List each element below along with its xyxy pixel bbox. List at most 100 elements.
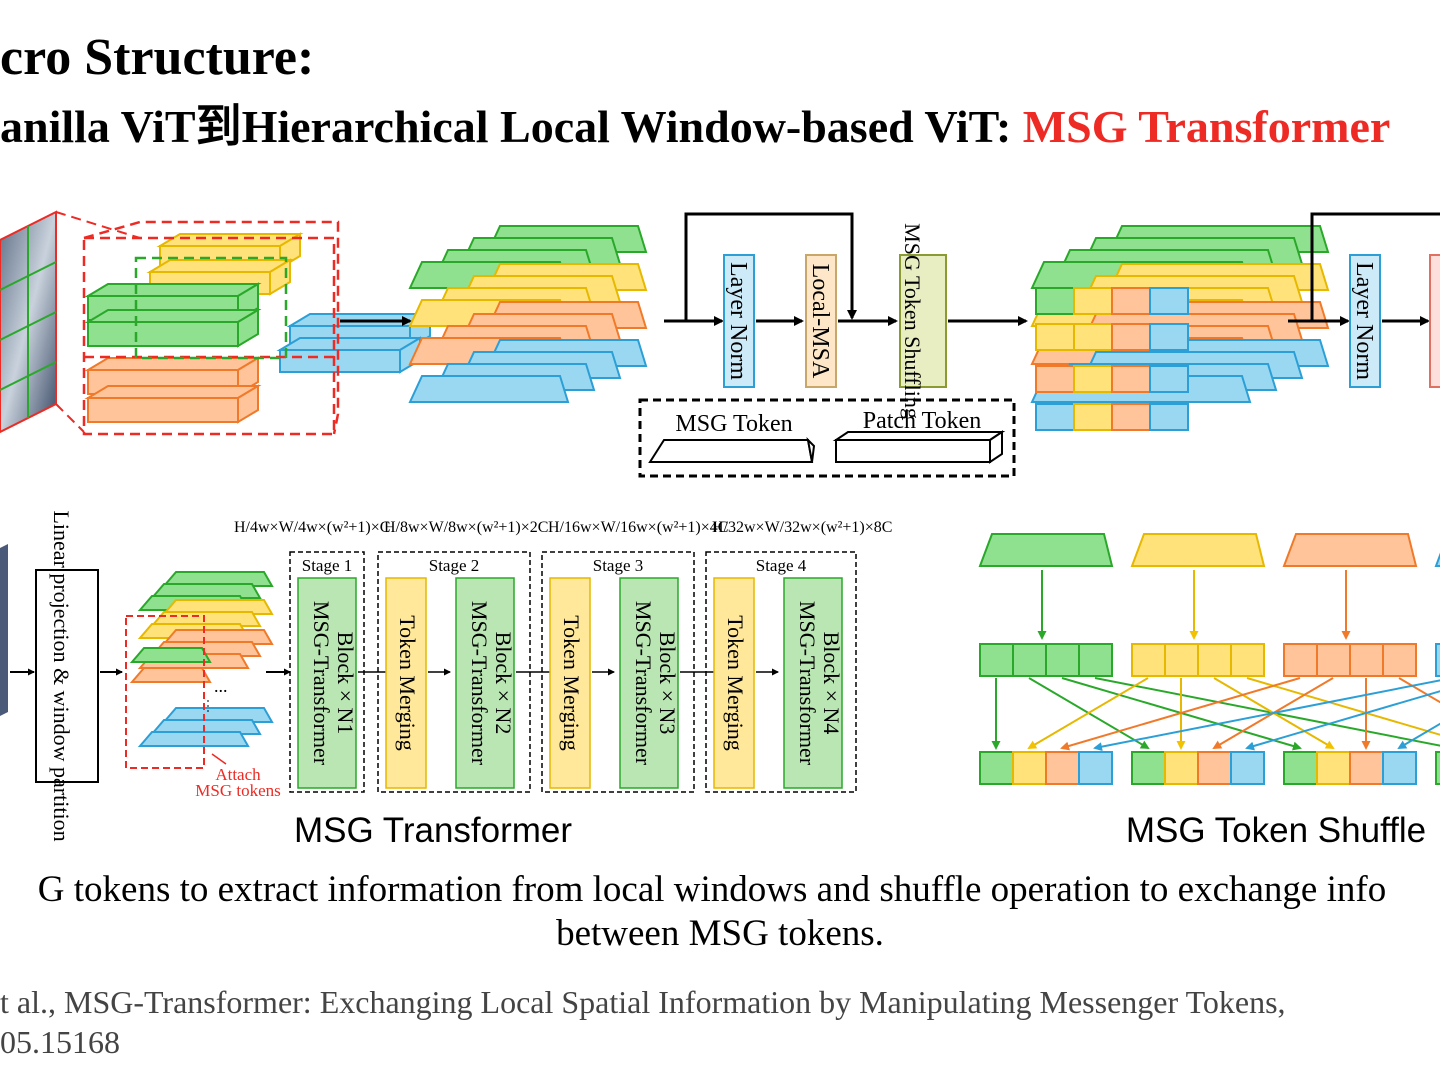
msg-block-box-4 <box>783 577 843 789</box>
stack2-cell-1-1 <box>1073 323 1113 351</box>
subtitle-black: anilla ViT到Hierarchical Local Window-bas… <box>0 101 1023 152</box>
legend-msg-label: MSG Token <box>675 411 792 437</box>
msg-block-box-3 <box>619 577 679 789</box>
stack2-cell-3-0 <box>1035 403 1075 431</box>
shuffle-bottom-cell-2-0 <box>1283 751 1318 785</box>
token-merging-label-3: Token Merging <box>559 615 584 751</box>
layer-norm-box: Layer Norm <box>723 254 755 388</box>
token-stack-small <box>129 571 274 747</box>
window-highlight <box>125 615 205 769</box>
stack2-cell-3-3 <box>1149 403 1189 431</box>
stack2-cell-3-2 <box>1111 403 1151 431</box>
shuffle-bottom-cell-1-1 <box>1164 751 1199 785</box>
window-cube <box>82 220 434 436</box>
legend-patch-label: Patch Token <box>863 408 982 434</box>
small-token-front-0 <box>129 647 212 663</box>
shuffle-bottom-token-0 <box>979 751 1113 785</box>
shuffle-bottom-cell-1-2 <box>1197 751 1232 785</box>
reference: t al., MSG-Transformer: Exchanging Local… <box>0 982 1286 1062</box>
shuffle-mid-cell-2-2 <box>1349 643 1384 677</box>
slide-title: cro Structure: <box>0 29 315 86</box>
stage-box-4 <box>705 551 857 793</box>
shuffle-cross-2-0 <box>1060 677 1301 751</box>
token-merging-box-2 <box>385 577 427 789</box>
layer-norm-label: Layer Norm <box>725 262 751 380</box>
small-token-3-2 <box>137 731 250 747</box>
shuffle-mid-cell-0-2 <box>1045 643 1080 677</box>
shuffle-mid-cell-1-0 <box>1131 643 1166 677</box>
cube-green-window <box>134 256 288 360</box>
stack1-token-3-3 <box>408 375 570 403</box>
shuffle-bottom-token-2 <box>1283 751 1417 785</box>
msg-block-label-4: MSG-Transformer <box>795 601 820 766</box>
cube-front-bar-3 <box>84 384 262 424</box>
shuffle-bottom-cell-0-2 <box>1045 751 1080 785</box>
token-stack-2 <box>1030 225 1330 431</box>
token-merging-label-2: Token Merging <box>395 615 420 751</box>
stage-name-2: Stage 2 <box>429 556 480 575</box>
linear-projection-box: Linear projection & window partition <box>35 510 99 842</box>
shuffle-bottom-cell-2-2 <box>1349 751 1384 785</box>
shuffle-mid-cell-1-2 <box>1197 643 1232 677</box>
attach-label: Attach <box>215 765 261 784</box>
local-msa-box: Local-MSA <box>805 254 837 388</box>
stack2-cell-2-1 <box>1073 365 1113 393</box>
input-image-small <box>0 544 8 716</box>
legend-box: MSG Token Patch Token <box>638 398 1016 478</box>
shuffle-cross-3-2 <box>1397 722 1440 750</box>
stack2-cell-0-0 <box>1035 287 1075 315</box>
stack2-cell-1-3 <box>1149 323 1189 351</box>
shuffle-cross-3-1 <box>1245 690 1440 751</box>
legend-patch-shape <box>832 431 1006 441</box>
shuffle-mid-token-0 <box>979 643 1113 677</box>
residual-connection-2 <box>1288 212 1440 326</box>
shuffle-mid-cell-1-3 <box>1230 643 1265 677</box>
shuffle-mid-cell-0-3 <box>1078 643 1113 677</box>
shuffle-bottom-cell-2-3 <box>1382 751 1417 785</box>
shuffle-top-token-2 <box>1282 533 1418 567</box>
shuffle-mid-cell-0-0 <box>979 643 1014 677</box>
small-token-front-1 <box>129 667 212 683</box>
local-msa-label: Local-MSA <box>807 264 833 379</box>
stage-name-1: Stage 1 <box>302 556 353 575</box>
stack2-cell-0-2 <box>1111 287 1151 315</box>
shuffle-top-token-3 <box>1434 552 1440 567</box>
attach-label-2: MSG tokens <box>195 781 280 800</box>
reference-line-2: 05.15168 <box>0 1024 120 1060</box>
stack2-cell-2-2 <box>1111 365 1151 393</box>
stage-dim-1: H/4w×W/4w×(w²+1)×C <box>234 519 390 536</box>
caption-line-1: G tokens to extract information from loc… <box>37 869 1387 910</box>
stage-dim-4: H/32w×W/32w×(w²+1)×8C <box>712 519 892 536</box>
msg-shuffle-box: MSG Token Shuffling <box>899 223 947 419</box>
msg-block-label2-2: Block × N2 <box>491 632 516 735</box>
msg-block-box-1 <box>297 577 357 789</box>
stack2-cell-1-0 <box>1035 323 1075 351</box>
shuffle-diagram <box>978 533 1440 785</box>
token-stack-1 <box>408 225 648 403</box>
shuffle-cross-1-0 <box>1027 677 1149 750</box>
shuffle-mid-cell-0-1 <box>1012 643 1047 677</box>
msg-block-label-1: MSG-Transformer <box>309 601 334 766</box>
msg-block-label2-1: Block × N1 <box>333 632 358 735</box>
msg-shuffle-label: MSG Token Shuffling <box>900 223 925 419</box>
legend-msg-shape <box>648 439 814 463</box>
msg-block-label-2: MSG-Transformer <box>467 601 492 766</box>
shuffle-mid-cell-2-3 <box>1382 643 1417 677</box>
slide-subtitle: anilla ViT到Hierarchical Local Window-bas… <box>0 90 1390 156</box>
msg-block-box-2 <box>455 577 515 789</box>
token-merging-label-4: Token Merging <box>723 615 748 751</box>
shuffle-bottom-cell-0-3 <box>1078 751 1113 785</box>
stack2-cell-2-0 <box>1035 365 1075 393</box>
shuffle-bottom-cell-2-1 <box>1316 751 1351 785</box>
msg-transformer-label: MSG Transformer <box>294 811 572 850</box>
token-merging-box-3 <box>549 577 591 789</box>
cube-front-bar-1 <box>84 308 262 348</box>
subtitle-red: MSG Transformer <box>1022 101 1391 152</box>
shuffle-bottom-cell-1-3 <box>1230 751 1265 785</box>
shuffle-mid-cell-3-0 <box>1435 643 1440 677</box>
stack2-cell-3-1 <box>1073 403 1113 431</box>
